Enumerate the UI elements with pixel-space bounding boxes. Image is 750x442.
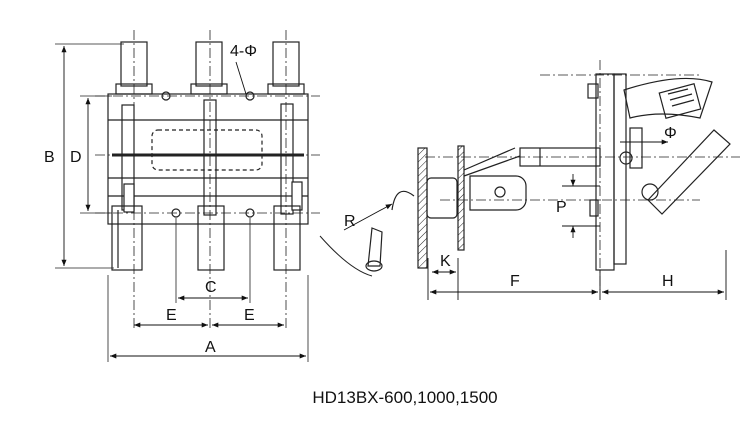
dim-f-label: F	[510, 273, 520, 290]
hole-note-label: 4-Φ	[230, 43, 257, 60]
dim-d-label: D	[70, 149, 82, 166]
dim-b-label: B	[44, 149, 55, 166]
dim-phi-label: Φ	[664, 125, 677, 142]
blades	[121, 99, 303, 216]
r-arc	[319, 235, 373, 277]
center-lines	[95, 30, 320, 330]
dim-c-label: C	[205, 279, 217, 296]
side-dimensions	[343, 139, 727, 300]
side-view	[319, 60, 740, 290]
dim-h-label: H	[662, 273, 674, 290]
dim-e-left-label: E	[166, 307, 177, 324]
front-dimensions	[61, 46, 306, 359]
base-frame	[107, 93, 309, 225]
dim-a-label: A	[205, 339, 216, 356]
dim-p-label: P	[556, 199, 567, 216]
dim-k-label: K	[440, 253, 451, 270]
dim-e-right-label: E	[244, 307, 255, 324]
model-caption: HD13BX-600,1000,1500	[312, 388, 498, 407]
mounting-holes	[161, 91, 255, 218]
panel-plate	[417, 147, 428, 269]
dim-r-label: R	[344, 213, 356, 230]
panel-plate-2	[457, 145, 465, 251]
lower-contacts	[111, 205, 301, 271]
front-view	[55, 30, 320, 362]
extension-lines	[55, 43, 309, 362]
